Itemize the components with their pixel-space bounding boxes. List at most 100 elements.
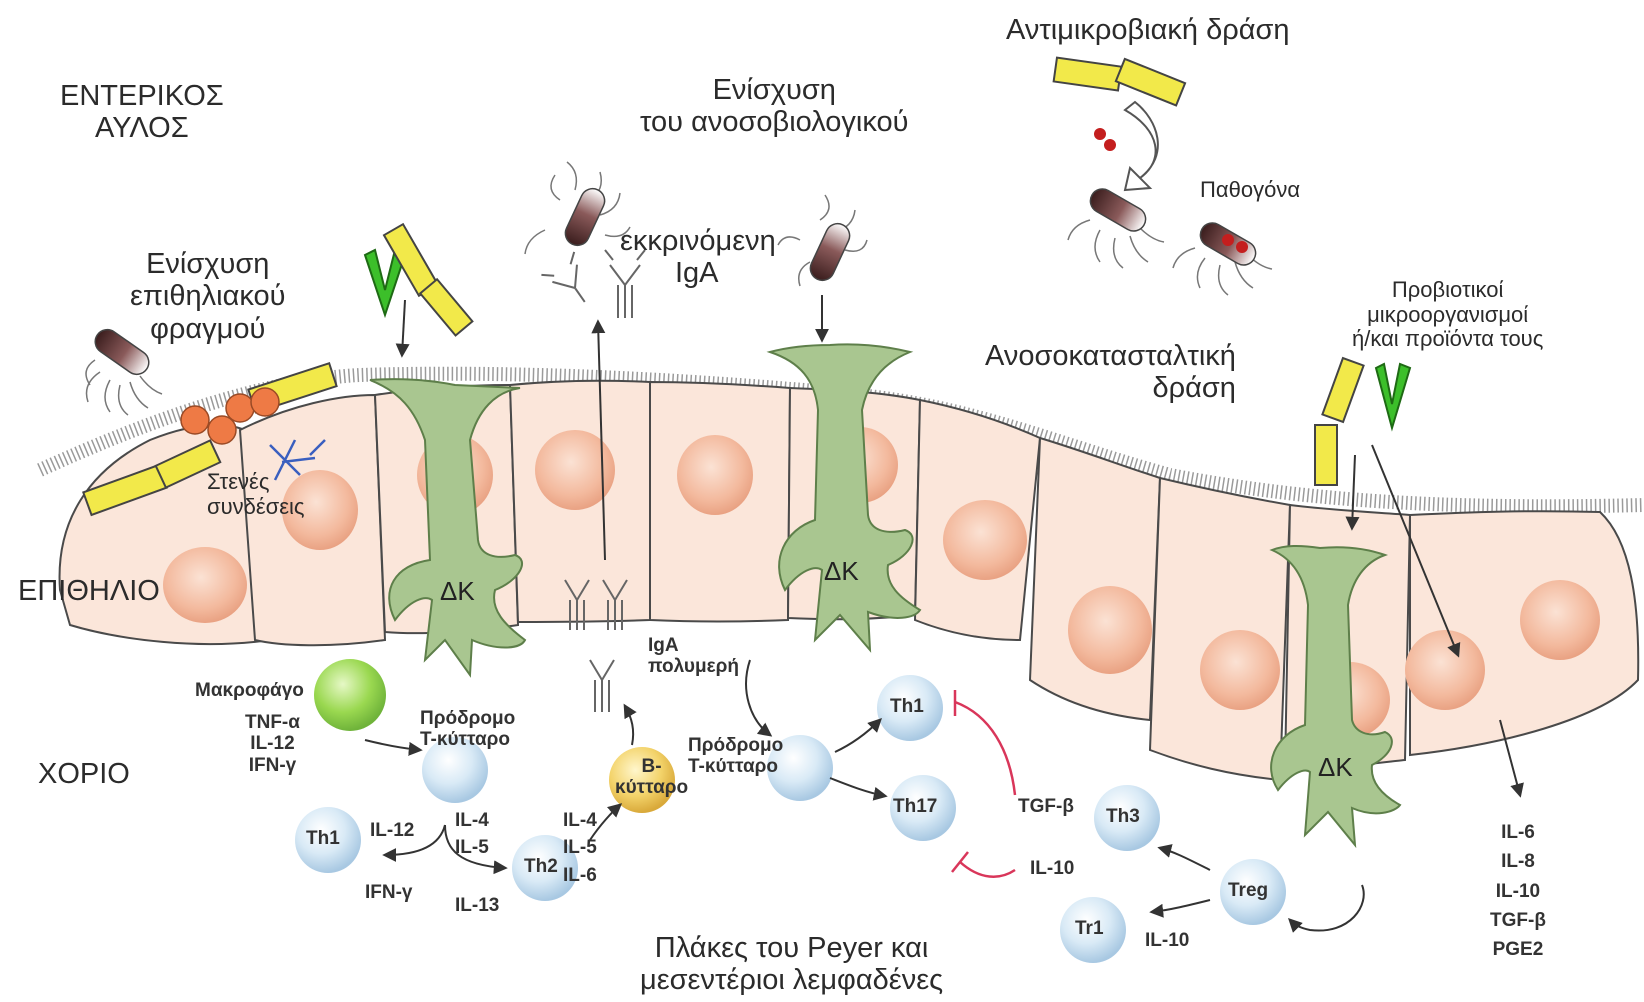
- peyer-heading: Πλάκες του Peyer και μεσεντέριοι λεμφαδέ…: [640, 932, 943, 997]
- arrow: [1152, 900, 1210, 912]
- macrophage-cell: [314, 659, 386, 731]
- nucleus: [1405, 630, 1485, 710]
- tight-junctions-label: Στενές συνδέσεις: [207, 470, 305, 519]
- il12-label: IL-12: [370, 820, 414, 841]
- secreted-iga-line: IgA: [620, 257, 776, 289]
- dc-label: ΔΚ: [1318, 752, 1353, 782]
- lamina-label: ΧΟΡΙΟ: [38, 758, 130, 790]
- b-cytokines: IL-4 IL-5 IL-6: [563, 810, 597, 886]
- epithelial-cell: [1030, 438, 1160, 720]
- precursor-t-line: Τ-κύτταρο: [420, 729, 515, 750]
- arrow: [746, 660, 770, 735]
- cytokine-label: IFN-γ: [245, 755, 300, 776]
- secreted-iga-label: εκκρινόμενη IgA: [620, 225, 776, 290]
- tight-junctions-line: συνδέσεις: [207, 495, 305, 520]
- dc-label: ΔΚ: [440, 576, 475, 606]
- cytokine-label: IL-4: [455, 810, 489, 831]
- cytokine-label: IL-6: [1490, 822, 1546, 843]
- il13-label: IL-13: [455, 895, 499, 916]
- precursor-t-line: Πρόδρομο: [420, 708, 515, 729]
- precursor-t-line: Πρόδρομο: [688, 735, 783, 756]
- cytokine-label: IL-5: [563, 837, 597, 858]
- lumen-label-line: ΑΥΛΟΣ: [60, 112, 224, 144]
- macrophage-label: Μακροφάγο: [195, 680, 304, 701]
- immune-heading-line: του ανοσοβιολογικού: [640, 106, 908, 138]
- output-cytokines: IL-6 IL-8 IL-10 TGF-β PGE2: [1490, 822, 1546, 960]
- immunosuppressive-heading-line: Ανοσοκατασταλτική: [985, 340, 1236, 372]
- peyer-heading-line: Πλάκες του Peyer και: [640, 932, 943, 964]
- pathogen-bacterium-right1: [1068, 185, 1164, 268]
- arrow: [1290, 885, 1364, 931]
- probiotics-left: [365, 224, 472, 335]
- nucleus: [1520, 580, 1600, 660]
- antimicrobial-compound: [1054, 58, 1185, 190]
- epithelium-label: ΕΠΙΘΗΛΙΟ: [18, 575, 160, 607]
- tight-junctions-line: Στενές: [207, 470, 305, 495]
- probiotics-label: Προβιοτικοί μικροοργανισμοί ή/και προϊόν…: [1352, 278, 1543, 352]
- probiotic-rod-yellow: [1054, 58, 1122, 91]
- cytokine-label: IL-12: [245, 733, 300, 754]
- treg-label: Treg: [1228, 880, 1268, 901]
- antibody-icon: [541, 252, 601, 313]
- lumen-label: ΕΝΤΕΡΙΚΟΣ ΑΥΛΟΣ: [60, 80, 224, 145]
- b-cell-line: κύτταρο: [615, 777, 688, 798]
- iga-polymer-line: πολυμερή: [648, 656, 739, 677]
- b-cell-label: Β- κύτταρο: [615, 756, 688, 799]
- cytokine-label: TNF-α: [245, 712, 300, 733]
- b-cell-line: Β-: [615, 756, 688, 777]
- barrier-heading-line: επιθηλιακού: [130, 280, 285, 312]
- nucleus: [943, 500, 1027, 580]
- cytokine-label: IL-10: [1490, 881, 1546, 902]
- immune-heading-line: Ενίσχυση: [640, 74, 908, 106]
- probiotic-v-green: [1376, 364, 1410, 428]
- iga-polymer-line: IgA: [648, 635, 739, 656]
- probiotics-label-line: μικροοργανισμοί: [1352, 303, 1543, 328]
- probiotics-right: [1315, 358, 1410, 485]
- barrier-heading-line: Ενίσχυση: [130, 248, 285, 280]
- pathogen-bacterium-top: [525, 162, 630, 254]
- lumen-label-line: ΕΝΤΕΡΙΚΟΣ: [60, 80, 224, 112]
- precursor-t-line: Τ-κύτταρο: [688, 756, 783, 777]
- nucleus: [1200, 630, 1280, 710]
- inhibition-lines: [952, 690, 1015, 877]
- th3-label: Th3: [1106, 806, 1140, 827]
- immune-heading: Ενίσχυση του ανοσοβιολογικού: [640, 74, 908, 139]
- arrow: [835, 720, 880, 752]
- th17-label: Th17: [893, 796, 937, 817]
- arrow: [402, 300, 405, 355]
- precursor-t-label-2: Πρόδρομο Τ-κύτταρο: [688, 735, 783, 778]
- probiotics-label-line: Προβιοτικοί: [1352, 278, 1543, 303]
- barrier-heading-line: φραγμού: [130, 313, 285, 345]
- arrow: [365, 740, 420, 750]
- pathogens-label: Παθογόνα: [1200, 178, 1300, 203]
- cytokine-label: IL-4: [563, 810, 597, 831]
- probiotic-rod-yellow: [1322, 358, 1363, 422]
- il10-label: IL-10: [1030, 858, 1074, 879]
- barrier-bead: [251, 388, 279, 416]
- probiotics-label-line: ή/και προϊόντα τους: [1352, 327, 1543, 352]
- th2-label: Th2: [524, 856, 558, 877]
- arrow: [1160, 848, 1210, 870]
- iga-polymer-label: IgA πολυμερή: [648, 635, 739, 678]
- barrier-bead: [181, 406, 209, 434]
- immunosuppressive-heading-line: δράση: [985, 372, 1236, 404]
- cytokine-label: PGE2: [1490, 939, 1546, 960]
- antibody-icon: [590, 660, 614, 712]
- probiotic-rod-yellow: [420, 279, 472, 335]
- pathogen-bacterium-mid: [778, 195, 867, 286]
- th1-label: Th1: [890, 696, 924, 717]
- arrow: [830, 778, 885, 796]
- pathogen-bacterium-right2: [1173, 219, 1272, 295]
- nucleus: [1068, 586, 1152, 674]
- probiotic-rod-yellow: [1315, 425, 1337, 485]
- curved-arrow-icon: [1125, 102, 1158, 190]
- tr1-label: Tr1: [1075, 918, 1104, 939]
- barrier-heading: Ενίσχυση επιθηλιακού φραγμού: [130, 248, 285, 345]
- probiotic-rod-yellow: [1116, 59, 1185, 106]
- epithelial-cell: [1150, 478, 1290, 780]
- macrophage-cytokines: TNF-α IL-12 IFN-γ: [245, 712, 300, 776]
- immunosuppressive-heading: Ανοσοκατασταλτική δράση: [985, 340, 1236, 405]
- cytokine-label: IL-8: [1490, 851, 1546, 872]
- barrier-bead: [226, 394, 254, 422]
- cytokine-label: IL-5: [455, 837, 489, 858]
